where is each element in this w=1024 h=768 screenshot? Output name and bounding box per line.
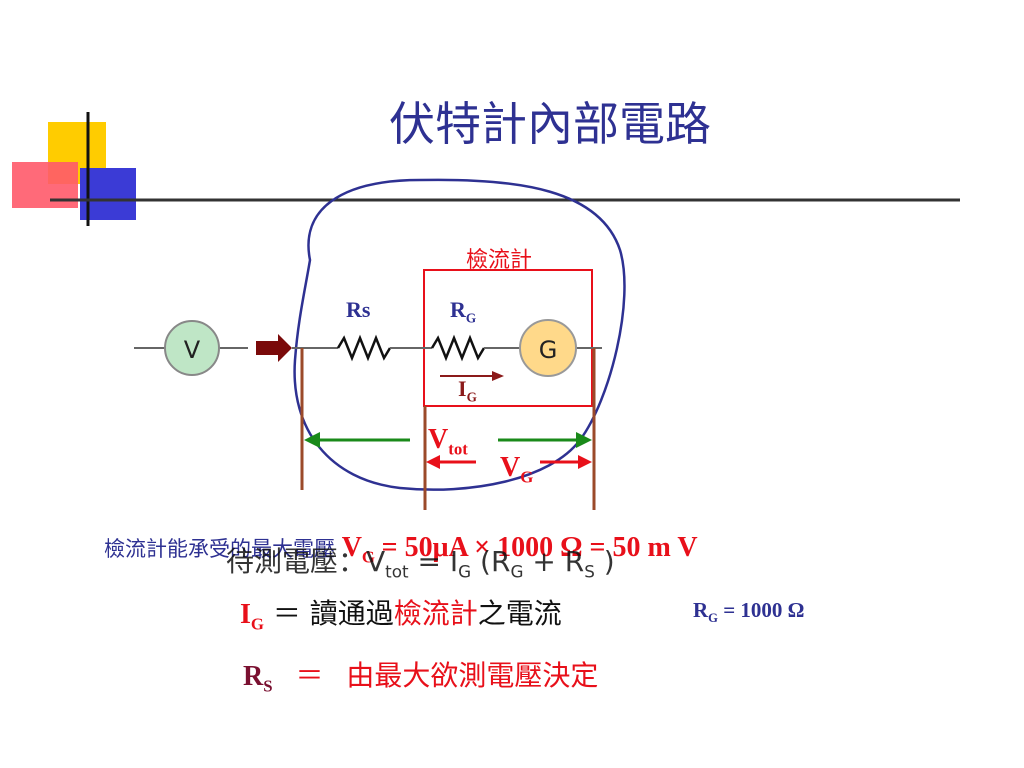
hand-drawn-loop bbox=[293, 178, 626, 491]
vtot-arrow-left-head bbox=[304, 432, 320, 448]
rs-symbol: RS bbox=[243, 661, 273, 696]
rs-resistor bbox=[336, 334, 392, 362]
rg-value: RG = 1000 Ω bbox=[693, 598, 805, 626]
rs-description: 由最大欲測電壓決定 bbox=[346, 659, 599, 692]
rs-label: Rs bbox=[346, 297, 371, 322]
measured-voltage-equation: 待測電壓：Vtot = IG (RG + RS ) bbox=[226, 545, 615, 582]
max-voltage-line: 檢流計能承受的最大電壓 VG = 50μA × 1000 Ω = 50 m V bbox=[104, 532, 698, 568]
max-voltage-vg: VG bbox=[341, 532, 375, 567]
rg-resistor bbox=[430, 334, 486, 362]
galvanometer-letter: G bbox=[539, 336, 558, 364]
ig-definition: IG ＝ 讀通過檢流計之電流 bbox=[240, 597, 562, 634]
input-arrow-head bbox=[278, 334, 292, 362]
rs-definition: RS ＝ 由最大欲測電壓決定 bbox=[243, 659, 599, 696]
vg-arrow-right-head bbox=[578, 455, 592, 469]
galvanometer-box-label: 檢流計 bbox=[466, 248, 533, 273]
rg-label: RG bbox=[450, 297, 477, 326]
voltmeter-symbol bbox=[164, 320, 220, 376]
ig-symbol: IG bbox=[240, 599, 264, 634]
vg-label: VG bbox=[500, 452, 534, 487]
page-title: 伏特計內部電路 bbox=[389, 97, 711, 151]
input-arrow-body bbox=[256, 341, 278, 355]
vg-arrow-left-head bbox=[426, 455, 440, 469]
current-label: IG bbox=[458, 376, 477, 405]
voltmeter-letter: V bbox=[184, 336, 201, 364]
galvanometer-symbol bbox=[519, 319, 577, 377]
current-arrow-head bbox=[492, 371, 504, 381]
max-voltage-prefix: 檢流計能承受的最大電壓 bbox=[104, 537, 335, 561]
vtot-label: Vtot bbox=[428, 424, 468, 459]
galvanometer-box bbox=[423, 269, 593, 407]
vtot-arrow-right-head bbox=[576, 432, 592, 448]
max-voltage-formula: = 50μA × 1000 Ω = 50 m V bbox=[381, 532, 698, 563]
ig-highlight: 檢流計 bbox=[393, 597, 478, 630]
decorative-header-graphic bbox=[12, 112, 960, 226]
voltmeter-circuit-diagram: V G bbox=[134, 178, 626, 510]
